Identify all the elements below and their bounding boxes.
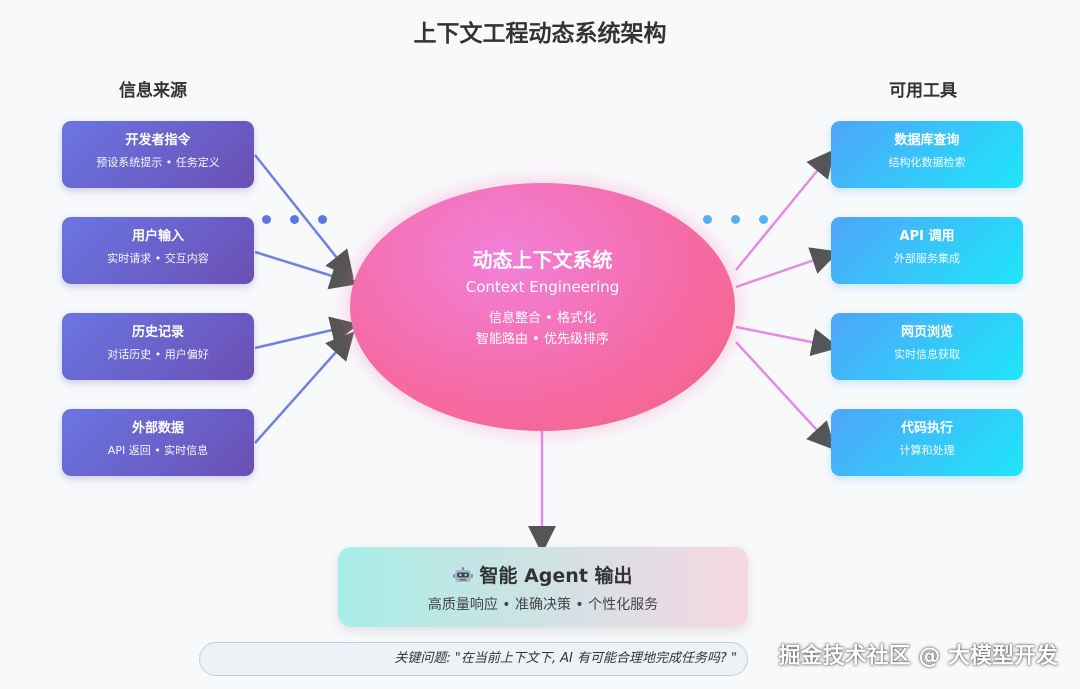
key-question-banner: 关键问题: "在当前上下文下, AI 有可能合理地完成任务吗? "	[199, 642, 748, 676]
center-line-2: 智能路由 • 优先级排序	[476, 332, 609, 347]
arrow-user-to-center	[254, 250, 359, 290]
tool-title: API 调用	[899, 229, 955, 244]
source-subtitle: 对话历史 • 用户偏好	[107, 348, 209, 361]
diagram-title: 上下文工程动态系统架构	[413, 21, 667, 47]
arrow-developer-to-center	[254, 154, 354, 279]
arrow-external-to-center	[254, 331, 355, 444]
context-system-ellipse: 动态上下文系统 Context Engineering 信息整合 • 格式化 智…	[350, 183, 735, 431]
tool-subtitle: 外部服务集成	[894, 252, 960, 265]
source-subtitle: 预设系统提示 • 任务定义	[96, 156, 220, 169]
dot	[731, 215, 740, 224]
center-line-1: 信息整合 • 格式化	[489, 311, 596, 326]
output-subtitle: 高质量响应 • 准确决策 • 个性化服务	[427, 597, 659, 613]
tool-title: 代码执行	[900, 421, 953, 436]
watermark-text: 掘金技术社区 @ 大模型开发	[778, 644, 1058, 669]
source-user-input: 用户输入 实时请求 • 交互内容	[62, 217, 254, 284]
tool-subtitle: 结构化数据检索	[888, 156, 966, 169]
output-title-row: 智能 Agent 输出	[338, 561, 748, 588]
source-title: 用户输入	[131, 229, 184, 244]
source-external-data: 外部数据 API 返回 • 实时信息	[62, 409, 254, 476]
dot	[262, 215, 271, 224]
source-title: 历史记录	[131, 325, 184, 340]
dot	[759, 215, 768, 224]
output-title: 智能 Agent 输出	[479, 565, 633, 587]
tools-heading: 可用工具	[889, 81, 957, 101]
tool-api-call: API 调用 外部服务集成	[831, 217, 1023, 284]
dot	[318, 215, 327, 224]
arrow-history-to-center	[254, 316, 359, 350]
arrow-center-to-web	[735, 325, 840, 356]
source-history: 历史记录 对话历史 • 用户偏好	[62, 313, 254, 380]
arrow-center-to-api	[735, 247, 840, 289]
tool-title: 网页浏览	[900, 325, 953, 340]
source-developer-instructions: 开发者指令 预设系统提示 • 任务定义	[62, 121, 254, 188]
tool-subtitle: 计算和处理	[899, 444, 955, 457]
tool-database-query: 数据库查询 结构化数据检索	[831, 121, 1023, 188]
source-subtitle: 实时请求 • 交互内容	[107, 252, 209, 265]
arrow-center-to-database	[735, 149, 835, 271]
tool-code-execution: 代码执行 计算和处理	[831, 409, 1023, 476]
source-subtitle: API 返回 • 实时信息	[107, 444, 209, 457]
arrow-center-to-code	[735, 341, 836, 451]
tool-subtitle: 实时信息获取	[894, 348, 960, 361]
sources-heading: 信息来源	[119, 81, 187, 101]
center-title: 动态上下文系统	[472, 248, 613, 272]
source-title: 开发者指令	[125, 133, 191, 148]
tool-title: 数据库查询	[894, 133, 960, 148]
source-title: 外部数据	[131, 421, 184, 436]
agent-output-box: 智能 Agent 输出 高质量响应 • 准确决策 • 个性化服务	[338, 547, 748, 627]
more-tools-dots	[703, 209, 787, 228]
more-sources-dots	[262, 209, 346, 228]
dot	[703, 215, 712, 224]
tool-web-browsing: 网页浏览 实时信息获取	[831, 313, 1023, 380]
robot-icon	[453, 567, 474, 582]
center-subtitle: Context Engineering	[465, 278, 620, 296]
dot	[290, 215, 299, 224]
